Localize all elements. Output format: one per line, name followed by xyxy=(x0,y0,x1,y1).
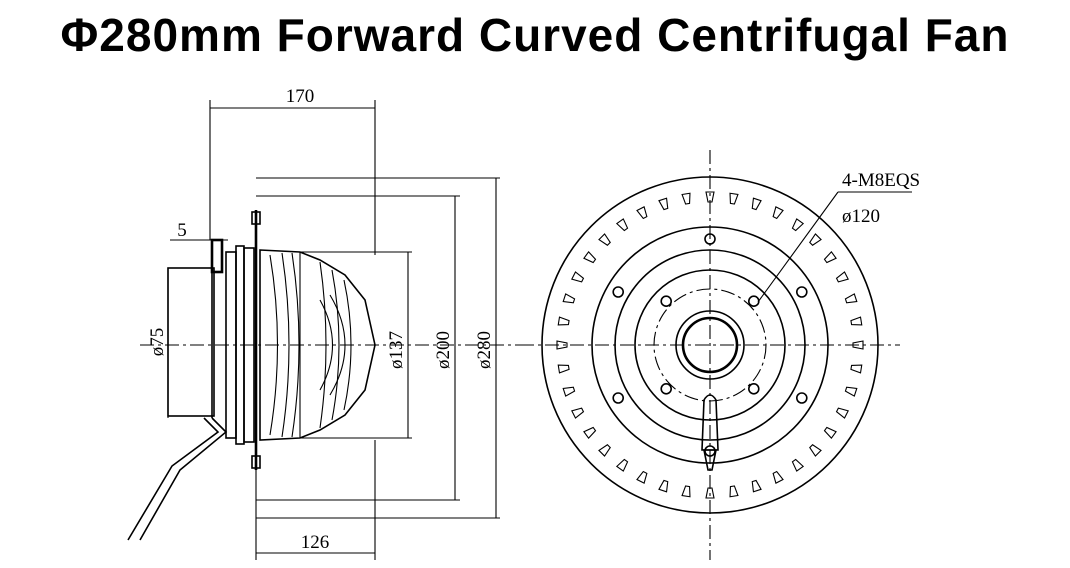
blade-slot xyxy=(772,206,784,220)
blade-slot xyxy=(705,191,715,203)
blade-slot xyxy=(557,364,570,374)
rivet-hole xyxy=(795,392,808,404)
dim-width-top: 170 xyxy=(286,86,315,107)
blade-slot xyxy=(791,458,805,472)
blade-slot xyxy=(823,426,837,440)
blade-slot xyxy=(571,271,585,283)
blade-slot xyxy=(658,197,669,211)
blade-slot xyxy=(598,233,611,246)
blade-slot xyxy=(751,197,762,211)
side-view: 170 5 ø75 ø137 xyxy=(127,86,520,560)
blade-slot xyxy=(636,470,648,484)
blade-slot xyxy=(850,364,863,374)
dim-width-bottom: 126 xyxy=(301,532,330,553)
rivet-hole xyxy=(612,392,625,404)
blade-slot xyxy=(705,487,715,499)
blade-slot xyxy=(681,485,691,498)
dim-motor: ø137 xyxy=(386,331,407,369)
mount-holes-label: 4-M8EQS xyxy=(842,170,920,191)
blade-slot xyxy=(571,407,585,419)
blade-slot xyxy=(583,250,597,264)
blade-slot xyxy=(615,218,629,232)
page-title: Φ280mm Forward Curved Centrifugal Fan xyxy=(60,9,1010,61)
blade-slot xyxy=(791,218,805,232)
blade-slot xyxy=(556,340,568,350)
blade-slot xyxy=(562,386,576,397)
blade-slot xyxy=(772,470,784,484)
blade-slot xyxy=(615,458,629,472)
blade-slot xyxy=(751,479,762,493)
blade-slot xyxy=(844,386,858,397)
blade-slot xyxy=(809,233,822,246)
blade-slot xyxy=(835,271,849,283)
blade-slot xyxy=(598,444,611,457)
blade-slot xyxy=(681,192,691,205)
dim-inlet: ø75 xyxy=(147,328,168,357)
mount-pcd-label: ø120 xyxy=(842,206,880,227)
blade-slot xyxy=(583,426,597,440)
blade-slot xyxy=(852,340,864,350)
mount-hole xyxy=(747,382,760,395)
blade-slot xyxy=(729,192,739,205)
blade-slot xyxy=(562,293,576,304)
blade-slot xyxy=(835,407,849,419)
blade-slot xyxy=(658,479,669,493)
blade-slot xyxy=(557,316,570,326)
front-view: 4-M8EQS ø120 xyxy=(520,150,920,560)
dim-outer: ø280 xyxy=(474,331,495,369)
blade-slot-ring xyxy=(556,191,864,499)
blade-slot xyxy=(729,485,739,498)
blade-slot xyxy=(850,316,863,326)
blade-slot xyxy=(636,206,648,220)
blade-slot xyxy=(823,250,837,264)
blade-slot xyxy=(809,444,822,457)
dim-flange: 5 xyxy=(177,220,187,241)
rivet-hole xyxy=(795,286,808,298)
mount-hole xyxy=(660,382,673,395)
dim-ring: ø200 xyxy=(433,331,454,369)
blade-slot xyxy=(844,293,858,304)
mount-hole xyxy=(660,295,673,308)
rivet-hole xyxy=(612,286,625,298)
mount-hole xyxy=(747,295,760,308)
